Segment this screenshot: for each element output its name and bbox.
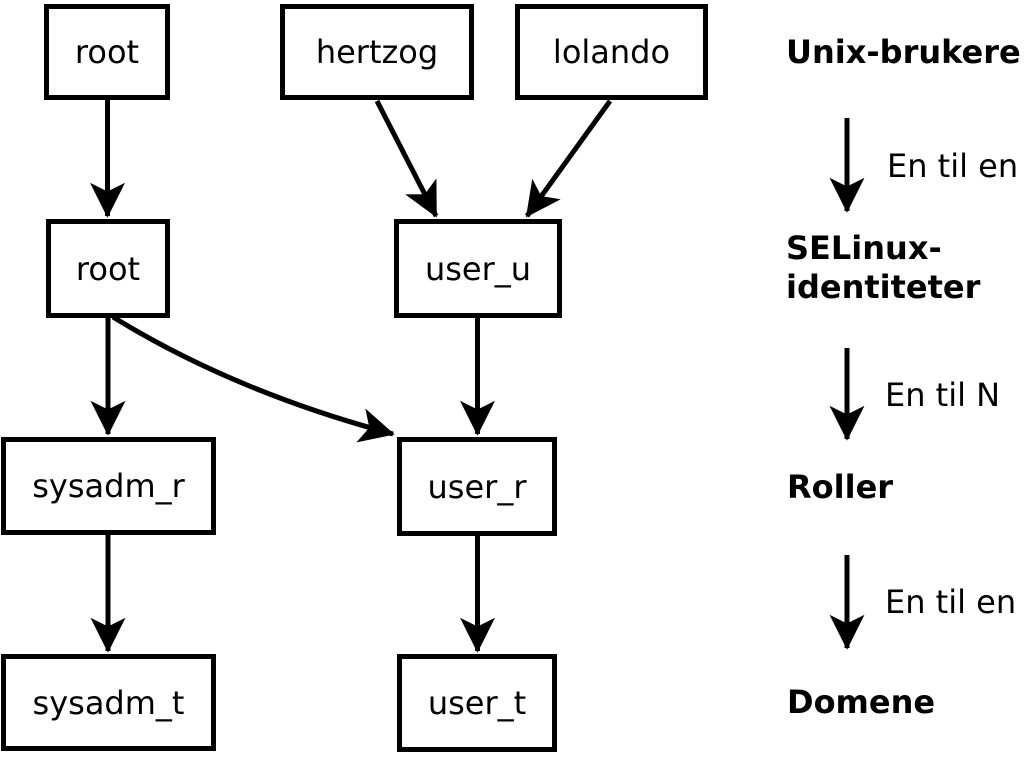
node-hertzog-label: hertzog [315, 33, 439, 71]
legend-arrow-1-label: En til en [887, 147, 1019, 185]
legend-level-selinux-line1: SELinux- [786, 229, 942, 267]
node-sysadm-r: sysadm_r [1, 437, 216, 535]
node-sysadm-r-label: sysadm_r [32, 467, 185, 505]
node-user-r-label: user_r [427, 467, 527, 506]
edge-rootselinux-to-userr [111, 314, 395, 443]
legend-level-roles: Roller [787, 468, 894, 506]
node-user-r: user_r [397, 437, 557, 536]
node-root-selinux-label: root [75, 249, 141, 288]
edge-lolando-to-useru [524, 99, 613, 218]
node-user-u-label: user_u [424, 249, 532, 288]
legend-arrow-2-label: En til N [885, 376, 1001, 414]
legend-level-selinux-line2: identiteter [786, 268, 981, 306]
node-sysadm-t: sysadm_t [1, 654, 216, 751]
node-lolando: lolando [515, 4, 708, 100]
legend-level-domains: Domene [787, 683, 936, 721]
node-hertzog: hertzog [280, 4, 474, 100]
node-root-selinux: root [46, 219, 170, 318]
node-user-t-label: user_t [427, 684, 527, 722]
node-user-t: user_t [397, 654, 557, 752]
legend-level-selinux-identities: SELinux- identiteter [786, 229, 980, 307]
node-sysadm-t-label: sysadm_t [32, 683, 185, 722]
node-lolando-label: lolando [552, 33, 671, 71]
legend-level-unix-users: Unix-brukere [786, 33, 1021, 71]
node-root-unix-label: root [74, 33, 140, 71]
edge-hertzog-to-useru [374, 99, 439, 218]
node-root-unix: root [44, 4, 170, 100]
legend-arrow-3-label: En til en [885, 583, 1017, 621]
node-user-u: user_u [394, 219, 562, 318]
